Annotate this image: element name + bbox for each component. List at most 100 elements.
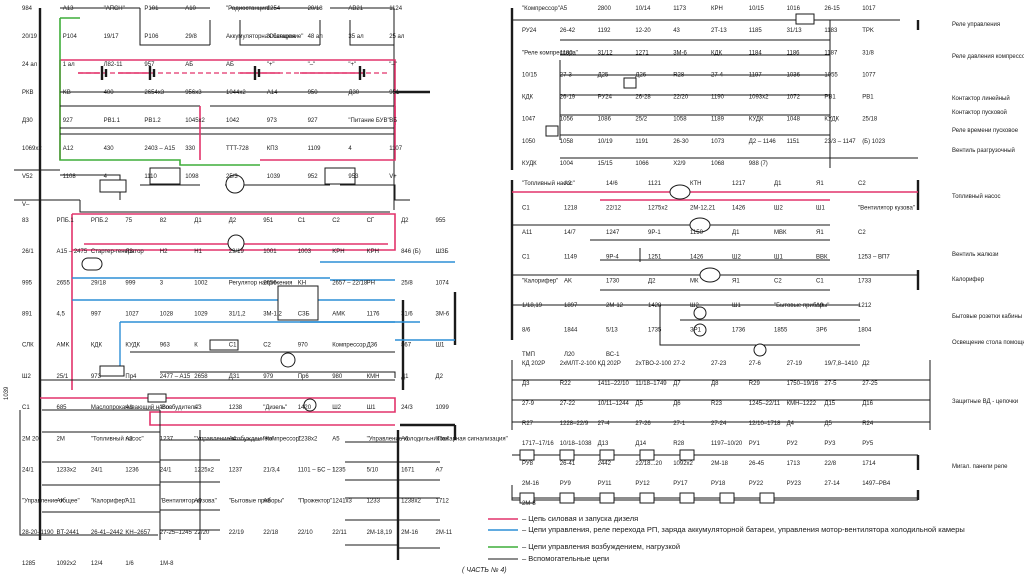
right-description-7: Вентиль жалюзи: [952, 252, 999, 258]
right-description-3: Контактор пусковой: [952, 109, 1007, 116]
right-top_labels-13: 12-20: [635, 28, 651, 34]
right-top_labels-61: 1058: [560, 139, 574, 145]
left-mid_labels-130: 28-20–1190: [22, 530, 54, 536]
right-bottom_labels-15: Д8: [711, 381, 719, 387]
right-top_labels-24: 3М-6: [673, 50, 687, 56]
right-mid_labels-47: 2M-12: [606, 303, 624, 309]
right-bottom_labels-39: R24: [862, 421, 874, 427]
right-top_labels-26: 1184: [749, 50, 763, 56]
left-mid_labels-21: 1003: [298, 249, 312, 255]
right-top_labels-72: 15/15: [598, 161, 614, 167]
left-top_labels-63: 1110: [144, 174, 157, 180]
right-mid_labels-54: 8/6: [522, 328, 531, 334]
left-mid_labels-125: "Прожектор": [298, 499, 333, 505]
left-mid_labels-42: 1027: [125, 312, 139, 318]
left-mid_labels-123: "Бытовые приборы": [229, 499, 284, 505]
legend-item-excitation: – Цепи управления возбуждением, нагрузко…: [522, 542, 680, 551]
right-mid_labels-21: 9Р-1: [648, 230, 661, 236]
right-bottom_labels-68: 27-14: [824, 481, 840, 487]
left-mid_labels-83: A3: [194, 405, 202, 411]
left-mid_labels-98: "Компрессор": [263, 436, 301, 442]
left-mid_labels-79: 685: [57, 405, 68, 411]
left-mid_labels-55: КУДК: [125, 343, 140, 349]
right-mid_labels-44: 1733: [858, 279, 872, 285]
left-mid_labels-80: Маслопрокачивающий насос: [91, 404, 172, 411]
right-bottom_labels-35: 27-24: [711, 421, 727, 427]
right-bottom_labels-16: R29: [749, 381, 761, 387]
left-mid_labels-116: A7: [436, 468, 444, 474]
right-bottom_labels-59: 1714: [862, 461, 876, 467]
right-top_labels-21: 1180: [560, 50, 574, 56]
left-top_labels-2: "АПСН": [104, 6, 125, 12]
right-top_labels-28: 1187: [824, 50, 838, 56]
left-mid_labels-12: 955: [436, 218, 447, 224]
right-mid_labels-60: 1855: [774, 328, 788, 334]
left-top_labels-37: 950: [308, 90, 319, 96]
right-top_labels-74: X2/9: [673, 161, 686, 167]
right-mid_labels-45: 1/18,19: [522, 303, 543, 309]
right-bottom_labels-8: 19/7,8–1410: [824, 361, 858, 367]
right-top_labels-51: 1056: [560, 117, 574, 123]
left-top_labels-44: 1045х2: [185, 118, 205, 124]
left-mid_labels-44: 1029: [194, 312, 208, 318]
right-top_labels-46: 1093х2: [749, 95, 769, 101]
right-top_labels-1: A5: [560, 6, 568, 12]
right-top_labels-48: PB1: [824, 95, 836, 101]
right-top_labels-65: 1073: [711, 139, 725, 145]
left-mid_labels-36: РН: [367, 280, 375, 286]
left-top_labels-10: 20/19: [22, 34, 38, 40]
left-top_labels-7: 20/18: [308, 6, 324, 12]
right-mid_labels-52: A9: [816, 303, 824, 309]
left-mid_labels-106: 24/1: [91, 468, 103, 474]
left-top_labels-34: 956х3: [185, 90, 202, 96]
right-bottom_labels-64: РУ17: [673, 481, 688, 487]
right-top_labels-34: R28: [673, 72, 685, 78]
legend-item-power: – Цепь силовая и запуска дизеля: [522, 514, 638, 523]
left-top_labels-30: РКВ: [22, 90, 34, 96]
left-mid_labels-64: Ш1: [436, 343, 445, 349]
left-top_labels-58: 4: [348, 146, 352, 152]
left-top_labels-54: 330: [185, 146, 196, 152]
left-mid_labels-65: Ш2: [22, 374, 31, 380]
left-mid_labels-37: 25/8: [401, 280, 413, 286]
left-top_labels-57: 1109: [308, 146, 322, 152]
right-bottom_labels-36: 12/10–1718: [749, 421, 781, 427]
right-top_labels-8: 26-15: [824, 6, 840, 12]
left-top_labels-1: A13: [63, 6, 74, 12]
right-top_labels-50: 1047: [522, 117, 536, 123]
right-mid_labels-50: Ш1: [732, 303, 741, 309]
right-top_labels-69: (Б) 1023: [862, 139, 886, 145]
right-mid_labels-15: Ш2: [774, 205, 783, 211]
right-top_labels-70: КУДК: [522, 161, 537, 167]
left-top_labels-11: P104: [63, 34, 78, 40]
left-top_labels-61: 1108: [63, 174, 77, 180]
right-mid_labels-13: 2М-12,21: [690, 205, 716, 211]
left-top_labels-21: 1 ал: [63, 62, 75, 68]
left-top_labels-16: "Освещение": [267, 34, 304, 40]
left-mid_labels-74: 980: [332, 374, 343, 380]
left-top_labels-69: V+: [389, 174, 397, 180]
left-top_labels-68: 953: [348, 174, 359, 180]
right-bottom_labels-27: КМН–1222: [787, 401, 817, 407]
left-mid_labels-10: CГ: [367, 218, 375, 224]
left-top_labels-53: 2403 – А15: [144, 146, 175, 152]
right-mid_labels-49: Ш2: [690, 303, 699, 309]
left-top_labels-66: 1039: [267, 174, 281, 180]
left-mid_labels-95: 1237: [160, 436, 174, 442]
left-mid_labels-75: КМН: [367, 374, 380, 380]
left-top_labels-36: A14: [267, 90, 278, 96]
right-mid_labels-11: 22/12: [606, 205, 622, 211]
right-bottom_labels-56: 26-45: [749, 461, 765, 467]
left-top_labels-0: 984: [22, 6, 33, 12]
right-bottom_labels-57: 1713: [787, 461, 801, 467]
left-top_labels-22: Л82-11: [104, 62, 124, 68]
right-top_labels-25: КДК: [711, 50, 723, 56]
left-top_labels-62: 4: [104, 174, 108, 180]
right-bottom_labels-48: РУ3: [824, 441, 836, 447]
right-top_labels-67: 1151: [787, 139, 801, 145]
right-mid_labels-65: ВС-1: [606, 352, 620, 358]
left-top_labels-18: 35 ал: [348, 34, 364, 40]
left-mid_labels-14: A15 – 2475: [57, 249, 88, 255]
right-mid_labels-37: AK: [564, 279, 572, 285]
right-top_labels-0: "Компрессор": [522, 6, 560, 12]
